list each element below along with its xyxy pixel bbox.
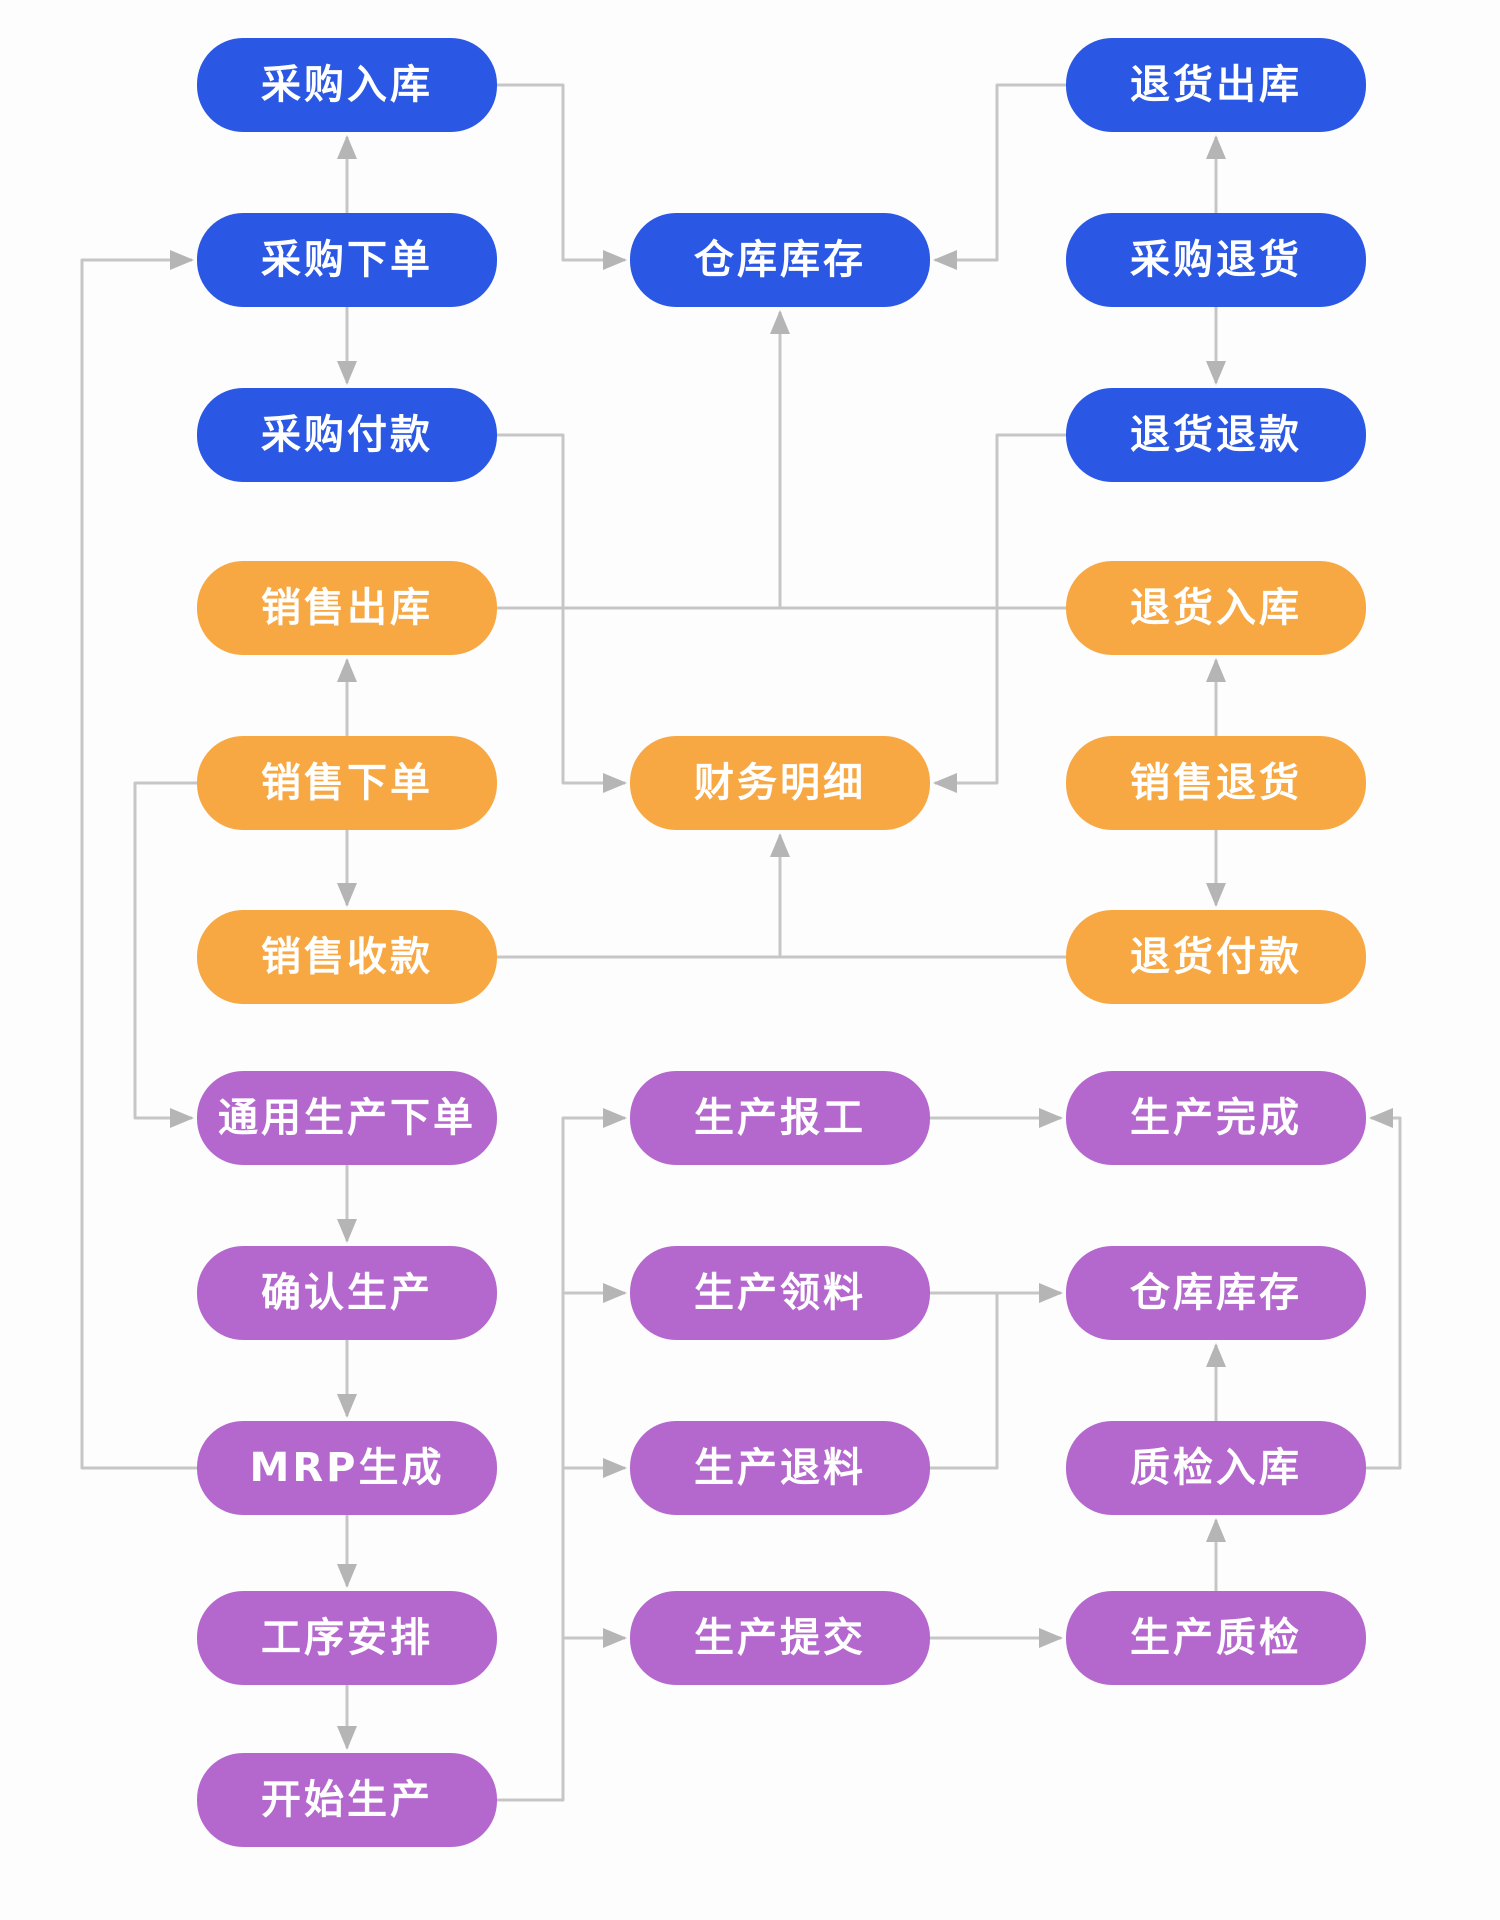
node-return-outbound: 退货出库 — [1066, 38, 1366, 132]
edge-sales-order-to-general-production-order — [133, 781, 197, 1128]
node-production-report: 生产报工 — [630, 1071, 930, 1165]
node-warehouse-stock: 仓库库存 — [630, 213, 930, 307]
node-start-production: 开始生产 — [197, 1753, 497, 1847]
edge-return-outbound-to-warehouse-stock — [933, 83, 1066, 270]
node-sales-return: 销售退货 — [1066, 736, 1366, 830]
node-qc-inbound: 质检入库 — [1066, 1421, 1366, 1515]
edge-purchase-payment-to-finance-detail — [497, 433, 627, 793]
node-finance-detail: 财务明细 — [630, 736, 930, 830]
edge-production-material-return-to-warehouse-stock-2 — [930, 1294, 999, 1470]
node-warehouse-stock-2: 仓库库存 — [1066, 1246, 1366, 1340]
node-mrp-generate: MRP生成 — [197, 1421, 497, 1515]
node-sales-receipt: 销售收款 — [197, 910, 497, 1004]
edge-mrp-generate-to-purchase-order — [80, 250, 197, 1470]
node-purchase-payment: 采购付款 — [197, 388, 497, 482]
edge-purchase-inbound-to-warehouse-stock — [497, 83, 627, 270]
node-general-production-order: 通用生产下单 — [197, 1071, 497, 1165]
node-sales-outbound: 销售出库 — [197, 561, 497, 655]
node-return-inbound: 退货入库 — [1066, 561, 1366, 655]
node-production-complete: 生产完成 — [1066, 1071, 1366, 1165]
node-production-picking: 生产领料 — [630, 1246, 930, 1340]
node-purchase-inbound: 采购入库 — [197, 38, 497, 132]
node-production-submit: 生产提交 — [630, 1591, 930, 1685]
node-production-material-return: 生产退料 — [630, 1421, 930, 1515]
node-return-refund: 退货退款 — [1066, 388, 1366, 482]
edge-qc-inbound-to-production-complete — [1366, 1108, 1402, 1470]
node-process-schedule: 工序安排 — [197, 1591, 497, 1685]
edge-start-production-to-production-report — [497, 1108, 627, 1802]
node-production-qc: 生产质检 — [1066, 1591, 1366, 1685]
node-purchase-order: 采购下单 — [197, 213, 497, 307]
node-confirm-production: 确认生产 — [197, 1246, 497, 1340]
node-sales-order: 销售下单 — [197, 736, 497, 830]
node-return-payment: 退货付款 — [1066, 910, 1366, 1004]
edge-return-refund-to-finance-detail — [933, 433, 1066, 793]
node-purchase-return: 采购退货 — [1066, 213, 1366, 307]
